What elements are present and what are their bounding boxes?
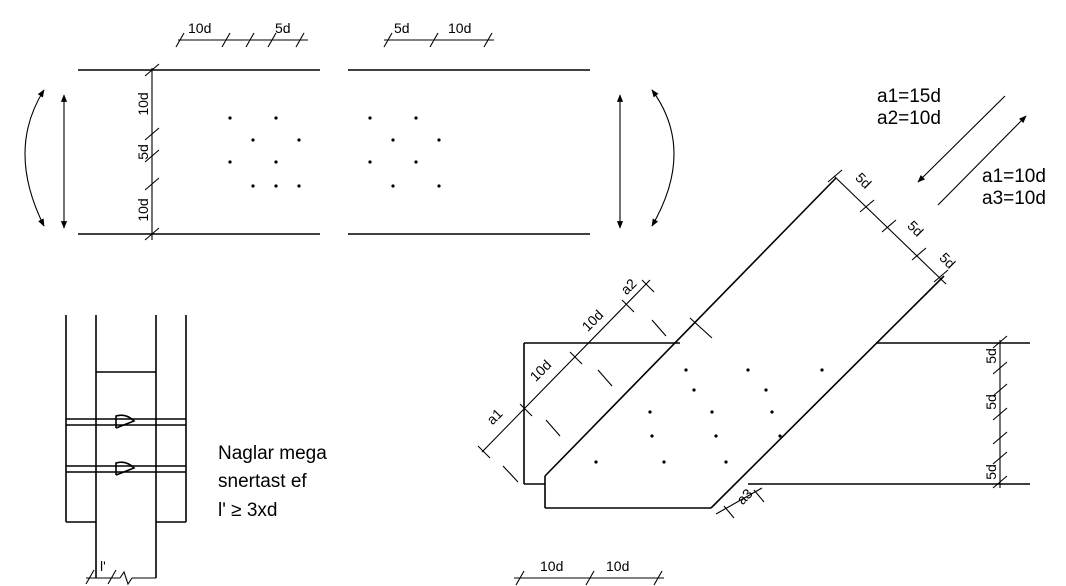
nail-pattern-right (368, 116, 441, 188)
note-perpendicular-a3: a3=10d (982, 188, 1046, 209)
diagonal-dimension-right (827, 169, 949, 285)
diagonal-joint-view: a1 10d 10d a2 5d 5d 5d 5d 5d 5d (477, 169, 1030, 586)
nail-pattern-diagonal (594, 368, 824, 464)
load-arrows-right (616, 89, 675, 229)
dim-label-10d-diag-2: 10d (579, 307, 607, 335)
dim-label-10d-top-right: 10d (448, 20, 471, 36)
dim-label-5d-diag-2: 5d (904, 217, 926, 239)
dim-label-a1: a1 (483, 405, 505, 427)
dim-label-10d-bottom-1: 10d (540, 558, 563, 574)
note-line-3: l' ≥ 3xd (218, 500, 277, 521)
dim-label-5d-top-right: 5d (394, 20, 410, 36)
nails (66, 414, 186, 476)
note-line-1: Naglar mega (218, 443, 327, 464)
load-arrows-left (24, 89, 68, 229)
dim-label-5d-right-3: 5d (983, 464, 999, 480)
grain-direction-arrows (917, 95, 1027, 206)
beam-outline (78, 69, 590, 235)
member-outline (65, 315, 187, 578)
dim-label-10d-diag-1: 10d (527, 357, 555, 385)
dim-label-10d-top: 10d (135, 92, 151, 115)
dim-label-a3: a3 (733, 485, 755, 507)
dim-label-5d-right-1: 5d (983, 348, 999, 364)
horizontal-dimension-bottom (514, 570, 664, 586)
vertical-dimension-right (992, 335, 1008, 489)
note-parallel-a2: a2=10d (877, 108, 941, 129)
horizontal-dimension-top-right (383, 32, 494, 48)
horizontal-dimension-top-left (175, 32, 308, 48)
dim-label-l-prime: l' (100, 558, 106, 574)
dim-label-5d-diag-3: 5d (936, 249, 958, 271)
horizontal-member (523, 342, 1030, 485)
diagonal-member (544, 177, 945, 509)
dim-label-10d-top-left: 10d (188, 20, 211, 36)
diagonal-dimension-left (477, 279, 655, 459)
overlap-dimension (85, 569, 156, 586)
dim-label-5d-diag-1: 5d (852, 169, 874, 191)
dim-label-10d-bottom: 10d (135, 198, 151, 221)
beam-splice-view: 10d 5d 10d 10d 5d 5d 10d (24, 20, 675, 241)
overlapping-nails-view: l' Naglar mega snertast ef l' ≥ 3xd (65, 315, 327, 586)
dim-label-10d-bottom-2: 10d (606, 558, 629, 574)
note-perpendicular-a1: a1=10d (982, 166, 1046, 187)
dim-label-5d-right-2: 5d (983, 394, 999, 410)
a3-dimension (715, 487, 765, 519)
vertical-dimension-left (144, 63, 160, 241)
note-line-2: snertast ef (218, 471, 307, 492)
reference-lines (502, 317, 713, 483)
nail-pattern-left (228, 116, 301, 188)
note-parallel-a1: a1=15d (877, 86, 941, 107)
spacing-notes: a1=15d a2=10d a1=10d a3=10d (877, 86, 1046, 209)
dim-label-5d-mid: 5d (135, 144, 151, 160)
dim-label-5d-top-left: 5d (275, 20, 291, 36)
